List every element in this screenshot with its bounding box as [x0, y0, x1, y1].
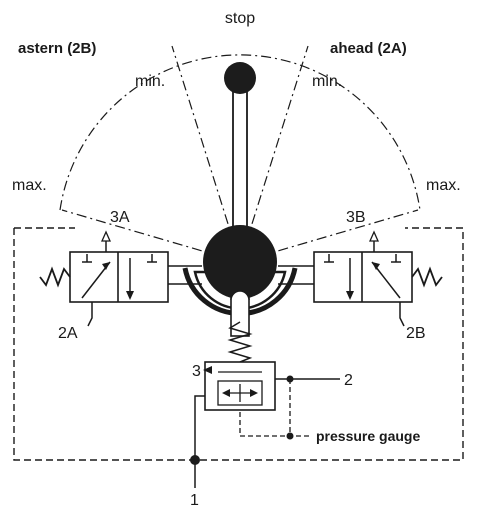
- label-port-2a: 2A: [58, 325, 78, 342]
- lever-shaft: [232, 85, 248, 247]
- valve-left: [39, 230, 202, 327]
- label-stop: stop: [225, 10, 255, 27]
- label-port-2: 2: [344, 372, 353, 389]
- label-ahead: ahead (2A): [330, 40, 407, 57]
- follower-stem: [230, 295, 250, 337]
- labels: stop astern (2B) ahead (2A) min. min. ma…: [12, 10, 461, 509]
- label-pressure-gauge: pressure gauge: [316, 428, 420, 444]
- max-line-left: [61, 209, 241, 263]
- supply-junction: [190, 455, 200, 465]
- port-3-exhaust-arrow: [203, 366, 212, 374]
- port-2b-line: [399, 302, 405, 327]
- label-max-right: max.: [426, 177, 461, 194]
- supply-line-1: [194, 395, 205, 488]
- control-lever: [224, 62, 256, 247]
- housing-outline-dashed: [13, 227, 464, 461]
- label-port-2b: 2B: [406, 325, 426, 342]
- label-port-3b: 3B: [346, 209, 366, 226]
- label-min-left: min.: [135, 73, 165, 90]
- label-astern: astern (2B): [18, 40, 96, 57]
- cam-follower: [227, 290, 253, 363]
- max-line-right: [239, 209, 419, 263]
- label-port-1: 1: [190, 492, 199, 509]
- lever-knob: [224, 62, 256, 94]
- valve-right: [278, 230, 443, 327]
- cam-hub-center: [203, 225, 277, 299]
- port-2a-line: [87, 302, 93, 327]
- min-line-left: [171, 45, 241, 263]
- label-port-3a: 3A: [110, 209, 130, 226]
- valve-right-spring: [411, 266, 443, 288]
- reducing-valve: [190, 361, 340, 488]
- label-max-left: max.: [12, 177, 47, 194]
- pressure-gauge-line: [239, 379, 312, 440]
- follower-spring: [227, 321, 253, 363]
- lever-limit-lines: [61, 45, 419, 263]
- gauge-junction: [286, 432, 294, 440]
- min-line-right: [239, 45, 309, 263]
- valve-left-spring: [39, 266, 71, 288]
- label-port-3: 3: [192, 363, 201, 380]
- label-min-right: min.: [312, 73, 342, 90]
